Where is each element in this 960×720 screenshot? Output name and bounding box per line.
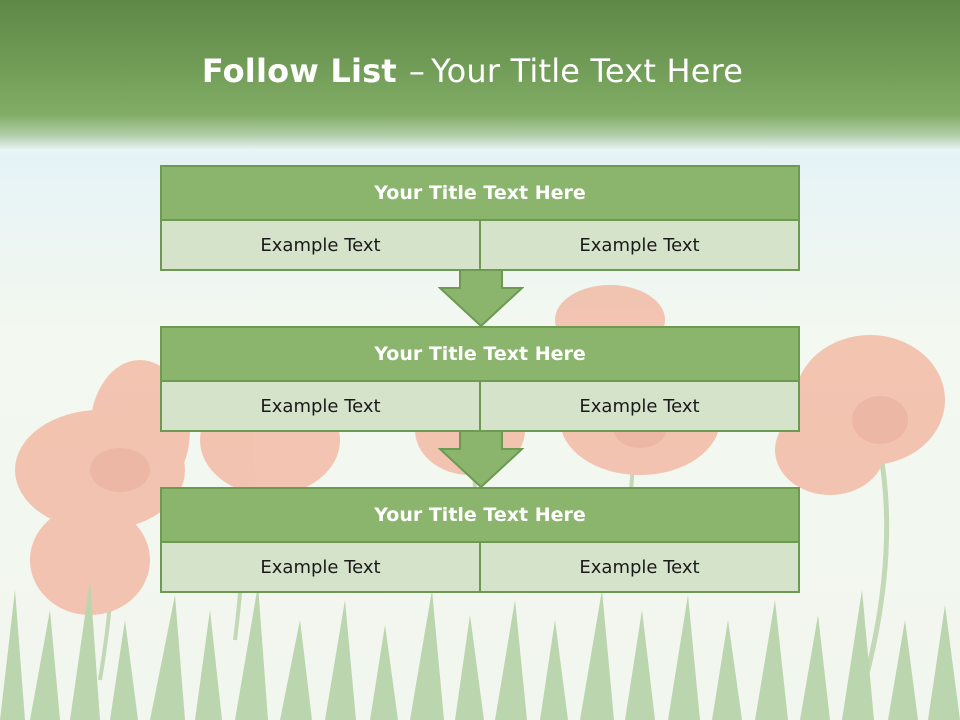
title-bold-part: Follow List xyxy=(201,52,397,90)
follow-block-2: Your Title Text Here Example Text Exampl… xyxy=(160,326,800,432)
block-row: Example Text Example Text xyxy=(160,543,800,593)
follow-block-3: Your Title Text Here Example Text Exampl… xyxy=(160,487,800,593)
block-title: Your Title Text Here xyxy=(160,165,800,221)
block-cell-left: Example Text xyxy=(160,382,481,432)
block-cell-left: Example Text xyxy=(160,543,481,593)
block-cell-right: Example Text xyxy=(481,221,800,271)
title-dash: – xyxy=(408,52,426,90)
block-title: Your Title Text Here xyxy=(160,487,800,543)
block-row: Example Text Example Text xyxy=(160,382,800,432)
slide-title: Follow List–Your Title Text Here xyxy=(0,52,945,90)
block-cell-right: Example Text xyxy=(481,382,800,432)
block-title: Your Title Text Here xyxy=(160,326,800,382)
down-arrow-icon xyxy=(438,430,524,489)
title-rest: Your Title Text Here xyxy=(431,52,744,90)
block-cell-left: Example Text xyxy=(160,221,481,271)
down-arrow-icon xyxy=(438,269,524,328)
header-band xyxy=(0,0,960,150)
block-row: Example Text Example Text xyxy=(160,221,800,271)
follow-block-1: Your Title Text Here Example Text Exampl… xyxy=(160,165,800,271)
block-cell-right: Example Text xyxy=(481,543,800,593)
